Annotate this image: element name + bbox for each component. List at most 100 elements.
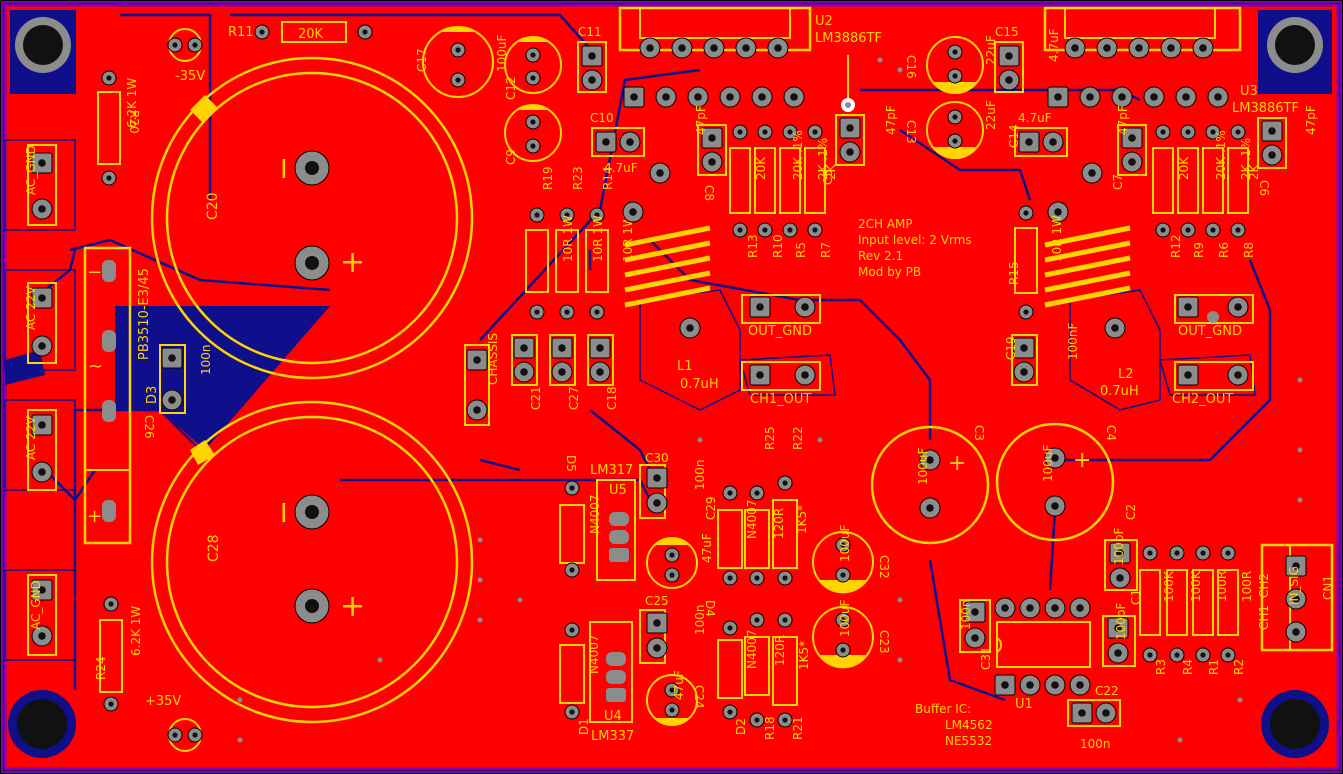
resistor-r18: 120R R18 <box>744 612 787 740</box>
ch2-out-label: CH2_OUT <box>1172 392 1233 407</box>
ic-u1-buffer: U1 <box>994 597 1091 712</box>
resistor-r15: 10R 1W R15 <box>1007 205 1064 320</box>
stitching-vias <box>237 57 1303 743</box>
terminal-pos-35v: +35V <box>145 694 203 752</box>
r25-value: 120R <box>772 508 786 539</box>
connector-ac-gnd-1: AC_GND <box>24 144 57 226</box>
mounting-hole-top-left <box>10 10 76 94</box>
bridge-plus: + <box>87 506 102 527</box>
c19-value: 100nF <box>1066 322 1080 360</box>
capacitor-c12: C12 <box>504 36 562 100</box>
neg-35v-label: -35V <box>175 69 205 84</box>
svg-text:+: + <box>1073 448 1091 473</box>
cn1-label: CN1 <box>1321 575 1335 600</box>
bridge-minus: − <box>87 262 102 283</box>
resistor-array-ch2: 20K 20K .1% 2K .1% 2K R12 R9 R6 R8 <box>1152 124 1261 258</box>
resistor-r20: 6.2K 1W R20 <box>97 70 141 186</box>
c7-label: C7 <box>1111 174 1125 190</box>
c21-label: C21 <box>529 386 543 410</box>
resistor-r22: 1K5* R22 <box>772 426 809 586</box>
c24-value: 47uF <box>672 670 686 700</box>
regulator-u5-lm317: LM317 U5 <box>590 463 636 581</box>
r19-label: R19 <box>541 166 555 190</box>
svg-text:+: + <box>340 245 365 280</box>
c13-label: C13 <box>904 120 918 144</box>
c6-value: 47pF <box>1304 105 1318 135</box>
connector-out-gnd-2: OUT_GND <box>1174 294 1254 339</box>
buffer-ic-info: Buffer IC: LM4562 NE5532 <box>915 702 993 748</box>
r23-label: R23 <box>571 166 585 190</box>
c3-label: C3 <box>972 425 986 441</box>
ch1-in-label: CH1 <box>1257 605 1271 630</box>
info-title: 2CH AMP <box>858 217 913 231</box>
capacitor-c4: + 100uF C4 <box>995 422 1118 542</box>
r6-label: R6 <box>1217 242 1231 258</box>
capacitor-c8: 47pF C8 <box>694 105 727 201</box>
capacitor-c28: I + C28 <box>150 400 474 724</box>
c4-label: C4 <box>1104 425 1118 441</box>
r20-value: 6.2K 1W <box>125 78 139 128</box>
c28-label: C28 <box>206 534 222 562</box>
c27-label: C27 <box>567 386 581 410</box>
resistor-array-zobel: 10R 1W 10R 1W 10R 1W R19 R23 R14 <box>525 166 635 320</box>
c32-value: 100uF <box>838 524 852 562</box>
c4-value: 100uF <box>1041 444 1055 482</box>
c2-label: C2 <box>1124 504 1138 520</box>
u4-part: LM337 <box>591 729 634 744</box>
c10-label: C10 <box>590 111 614 125</box>
r19-value: 10R 1W <box>561 215 575 262</box>
ac-gnd-1-label: AC_GND <box>24 145 38 195</box>
board-info-block: 2CH AMP Input level: 2 Vrms Rev 2.1 Mod … <box>858 217 972 279</box>
c1-value: 100pF <box>1114 602 1128 640</box>
c13-value: 22uF <box>984 100 998 130</box>
c15-label: C15 <box>995 25 1019 39</box>
svg-text:I: I <box>280 499 288 529</box>
diode-d2: N4007 D2 <box>717 620 759 735</box>
pos-35v-label: +35V <box>145 694 181 709</box>
c8-label: C8 <box>702 185 716 201</box>
connector-ac-22v-1: AC 22V <box>24 282 57 364</box>
r7-value: 2K <box>824 163 838 180</box>
c2-value: 100pF <box>1112 527 1126 565</box>
c7-value: 47pF <box>1116 105 1130 135</box>
out-gnd-1-label: OUT_GND <box>748 324 812 339</box>
r12-label: R12 <box>1169 234 1183 258</box>
connector-cn1-input: CN1 IN_SIG CH1 CH2 <box>1257 543 1335 652</box>
c25-value: 100n <box>693 604 707 635</box>
c32-label: C32 <box>877 555 891 579</box>
bridge-part-label: PB3510-E3/45 <box>137 268 152 360</box>
capacitor-c3: + 100uF C3 <box>870 425 990 545</box>
c10-value: 4.7uF <box>604 161 638 175</box>
c19-label: C19 <box>1004 336 1018 360</box>
info-revision: Rev 2.1 <box>858 249 903 263</box>
resistor-r11: 20K R11 <box>228 21 373 43</box>
bottom-layer-pour-left <box>5 350 45 385</box>
r22-value: 1K5* <box>795 505 809 534</box>
out-gnd-2-label: OUT_GND <box>1178 324 1242 339</box>
via-u2 <box>841 55 855 112</box>
c9-label: C9 <box>504 149 518 165</box>
buffer-ic-2: NE5532 <box>945 734 992 748</box>
c11-label: C11 <box>578 25 602 39</box>
connector-ch2-out: CH2_OUT <box>1172 361 1254 407</box>
capacitor-c11: C11 <box>577 25 607 93</box>
c17-label: C17 <box>415 48 429 72</box>
capacitor-c24: 47uF C24 <box>646 670 706 726</box>
c25-label: C25 <box>645 594 669 608</box>
capacitor-c6: 47pF C6 <box>1257 105 1318 196</box>
connector-ch1-out: CH1_OUT <box>741 361 821 407</box>
d1-label: D1 <box>577 718 591 735</box>
info-input-level: Input level: 2 Vrms <box>858 233 972 247</box>
capacitor-c23: 100uF C23 <box>812 599 891 669</box>
capacitor-c20: I + C20 <box>150 56 474 380</box>
r15-label: R15 <box>1007 261 1021 285</box>
capacitor-c15: C15 4.7uF <box>994 25 1061 93</box>
inductor-l1: L1 0.7uH <box>622 162 719 392</box>
ac-22v-1-label: AC 22V <box>24 286 38 330</box>
c14-label: C14 <box>1007 124 1021 148</box>
bridge-ref-label: D3 <box>145 386 160 404</box>
c29-value: 47uF <box>700 533 714 563</box>
r20-label: R20 <box>127 110 141 134</box>
c20-label: C20 <box>205 192 221 220</box>
r21-value: 1K5* <box>797 641 811 670</box>
